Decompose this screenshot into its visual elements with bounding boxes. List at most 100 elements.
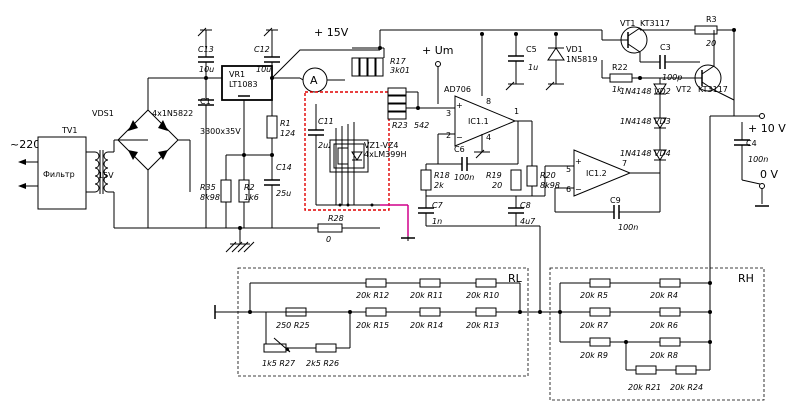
ic12-pin5: 5 — [566, 165, 571, 174]
res-r3: R3 20 — [690, 15, 736, 116]
rh-row3-item1: 20k R8 — [650, 351, 678, 360]
supply-15v-label: + 15V — [314, 26, 349, 39]
r17-ref: R17 — [390, 57, 407, 66]
rl-row3-item1: 2k5 R26 — [306, 359, 339, 368]
um-label: + Um — [422, 44, 453, 57]
cap-c6: C6 100n — [437, 121, 519, 182]
vd2-label: 1N4148 VD2 — [620, 87, 671, 96]
r23-value: 542 — [414, 121, 429, 130]
vd4-label: 1N4148 VD4 — [620, 149, 671, 158]
rl-row1-item0: 20k R12 — [356, 291, 389, 300]
r19-ref: R19 — [486, 171, 502, 180]
c12-value: 10u — [256, 65, 271, 74]
rh-row2: 20k R7 20k R6 — [580, 307, 681, 330]
zener-ref: VZ1-VZ4 — [364, 141, 399, 150]
c14-ref: C14 — [276, 163, 292, 172]
rl-row2-item1: 20k R15 — [356, 321, 389, 330]
r23-ref: R23 — [392, 121, 408, 130]
svg-text:−: − — [575, 185, 582, 194]
vds1-ref: VDS1 — [92, 109, 114, 118]
res-r35: R35 8k98 — [200, 155, 232, 228]
r20-value: 8k98 — [540, 181, 560, 190]
rl-row2-item3: 20k R13 — [466, 321, 499, 330]
c7-value: 1n — [432, 217, 442, 226]
c3-ref: C3 — [660, 43, 671, 52]
r22-ref: R22 — [612, 63, 628, 72]
res-r22: R22 1k — [601, 60, 640, 94]
r22-value: 1k — [612, 85, 622, 94]
diode-chain: 1N4148 VD2 1N4148 VD3 1N4148 VD4 — [620, 78, 671, 173]
vr1-part: LT1083 — [229, 80, 258, 89]
ic11-pin2: 2 — [446, 131, 451, 140]
filter-label: Фильтр — [43, 170, 75, 179]
r18-value: 2k — [434, 181, 444, 190]
bridge-vds1: VDS1 4x1N5822 — [92, 77, 206, 228]
ammeter: A — [299, 67, 345, 93]
cap-c7: C7 1n — [418, 196, 444, 226]
c13-value: 10u — [199, 65, 214, 74]
rl-block — [237, 267, 529, 377]
r3-ref: R3 — [706, 15, 717, 24]
c9-ref: C9 — [610, 196, 621, 205]
cap-c3: C3 100p — [640, 43, 700, 82]
regulator-vr1: VR1 LT1083 — [206, 65, 300, 228]
vt2-part: KT3117 — [698, 85, 728, 94]
cap-c1: C1 3300x35V — [198, 76, 241, 228]
res-r2: R2 1k6 — [238, 179, 259, 203]
res-r28: R28 0 — [317, 214, 344, 244]
tv1-secondary: 15V — [98, 171, 114, 180]
rl-row2-item0: 250 R25 — [276, 321, 310, 330]
tv1-ref: TV1 — [61, 126, 77, 135]
opamp-part: AD706 — [444, 85, 471, 94]
c6-ref: C6 — [454, 145, 465, 154]
vr1-ref: VR1 — [229, 70, 245, 79]
c14-value: 25u — [276, 189, 291, 198]
transformer-tv1: TV1 15V — [61, 126, 240, 229]
vd3-label: 1N4148 VD3 — [620, 117, 671, 126]
ic11-pin1: 1 — [514, 107, 519, 116]
vd1-ref: VD1 — [566, 45, 583, 54]
res-r18: R18 2k — [420, 163, 450, 196]
res-r23: R23 542 — [387, 87, 455, 130]
rh-network — [516, 225, 712, 371]
c4-ref: C4 — [746, 139, 757, 148]
c5-value: 1u — [528, 63, 538, 72]
c5-ref: C5 — [526, 45, 537, 54]
transistor-vt2: VT2 KT3117 — [638, 30, 735, 101]
ic12-ref: IC1.2 — [586, 169, 607, 178]
r17-value: 3k01 — [390, 66, 410, 75]
cap-c12: C12 10u — [254, 27, 280, 80]
vd1-part: 1N5819 — [566, 55, 597, 64]
ic11-ref: IC1.1 — [468, 117, 489, 126]
rl-row3: 1k5 R27 2k5 R26 — [262, 337, 339, 368]
vt2-ref: VT2 — [676, 85, 691, 94]
rl-row2: 250 R25 20k R15 20k R14 20k R13 — [275, 307, 499, 330]
c11-ref: C11 — [318, 117, 334, 126]
cap-c14: C14 25u — [264, 155, 292, 228]
ic12-pin7: 7 — [622, 159, 627, 168]
ground-node — [225, 226, 380, 253]
rl-row1-item2: 20k R10 — [466, 291, 499, 300]
vt1-part: KT3117 — [640, 19, 670, 28]
c4-value: 100n — [748, 155, 768, 164]
out-10v-label: + 10 V — [748, 122, 786, 135]
rh-row2-item0: 20k R7 — [580, 321, 609, 330]
rh-row1: 20k R5 20k R4 — [580, 278, 681, 300]
ic12-pin6: 6 — [566, 185, 571, 194]
cap-c13: C13 10u — [197, 27, 214, 78]
reference-zone — [304, 91, 390, 211]
transistor-vt1: VT1 KT3117 — [601, 19, 690, 62]
res-r17: R17 3k01 — [351, 47, 410, 77]
r19-value: 20 — [492, 181, 502, 190]
c13-ref: C13 — [198, 45, 214, 54]
filter-block: Фильтр — [37, 136, 87, 210]
r1-ref: R1 — [280, 119, 291, 128]
diode-vd1: VD1 1N5819 — [545, 32, 597, 91]
r3-value: 20 — [706, 39, 716, 48]
r1-value: 124 — [280, 129, 295, 138]
c9-value: 100n — [618, 223, 638, 232]
cap-c9: C9 100n — [555, 173, 661, 232]
rh-row4: 20k R21 20k R24 — [628, 365, 703, 392]
rl-row2-item2: 20k R14 — [410, 321, 443, 330]
r35-value: 8k98 — [200, 193, 220, 202]
